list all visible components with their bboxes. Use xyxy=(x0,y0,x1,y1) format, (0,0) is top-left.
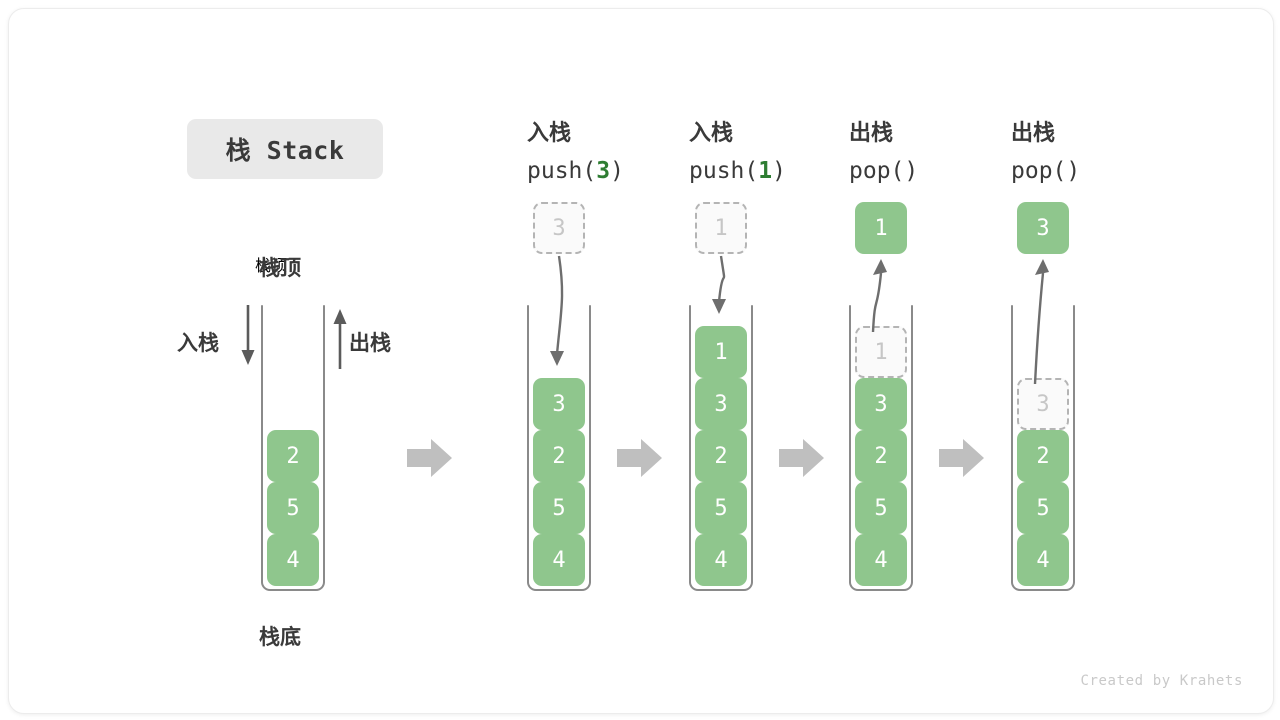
step-header: 出栈 pop() xyxy=(1011,114,1080,190)
stack-wall-left xyxy=(527,305,529,583)
step-header: 入栈 push(3) xyxy=(527,114,624,190)
stack-floor xyxy=(689,577,753,591)
stack-floor xyxy=(1011,577,1075,591)
stack-cell: 3 xyxy=(695,378,747,430)
step-operation-label: 出栈 xyxy=(1011,120,1056,145)
step-operation-argument: 3 xyxy=(596,158,611,184)
stack-floor xyxy=(261,577,325,591)
stack-cell: 3 xyxy=(533,378,585,430)
stack-cell-ghost: 1 xyxy=(855,326,907,378)
stack-cell: 5 xyxy=(855,482,907,534)
stack-cell: 4 xyxy=(1017,534,1069,586)
popped-cell: 1 xyxy=(855,202,907,254)
stack-floor xyxy=(849,577,913,591)
stack-wall-left xyxy=(261,305,263,583)
stack-cell: 2 xyxy=(1017,430,1069,482)
label-pop-left: 出栈 xyxy=(349,332,391,355)
stack-wall-right xyxy=(323,305,325,583)
pop-flow-arrow-icon xyxy=(1033,259,1049,385)
stack-cell: 3 xyxy=(855,378,907,430)
step-operation-label: 入栈 xyxy=(689,120,734,145)
transition-arrow-icon xyxy=(617,439,662,477)
stack-cell: 2 xyxy=(855,430,907,482)
push-direction-arrow-icon xyxy=(241,305,255,365)
stack-cell: 4 xyxy=(533,534,585,586)
footer-credit: Created by Krahets xyxy=(1080,673,1243,689)
label-stack-bottom: 栈底 xyxy=(259,626,301,649)
stack-floor xyxy=(527,577,591,591)
transition-arrow-icon xyxy=(939,439,984,477)
pop-direction-arrow-icon xyxy=(333,309,347,369)
step-header: 出栈 pop() xyxy=(849,114,918,190)
stack-cell: 5 xyxy=(533,482,585,534)
step-operation-label: 出栈 xyxy=(849,120,894,145)
stack-wall-left xyxy=(689,305,691,583)
stack-cell: 5 xyxy=(695,482,747,534)
step-header: 入栈 push(1) xyxy=(689,114,786,190)
push-flow-arrow-icon xyxy=(712,255,726,314)
label-push-left: 入栈 xyxy=(177,332,219,355)
step-operation-code: push(3) xyxy=(527,158,624,184)
stack-cell: 2 xyxy=(533,430,585,482)
stack-cell-ghost: 3 xyxy=(1017,378,1069,430)
stack-wall-left xyxy=(1011,305,1013,583)
stack-wall-right xyxy=(911,305,913,583)
step-operation-code: pop() xyxy=(1011,158,1081,184)
step-operation-code: push(1) xyxy=(689,158,786,184)
stack-cell: 4 xyxy=(695,534,747,586)
stack-wall-right xyxy=(1073,305,1075,583)
stack-wall-right xyxy=(751,305,753,583)
transition-arrow-icon xyxy=(779,439,824,477)
stack-wall-left xyxy=(849,305,851,583)
stack-cell: 2 xyxy=(695,430,747,482)
pending-push-cell: 1 xyxy=(695,202,747,254)
label-stack-top: 栈顶 xyxy=(259,257,301,280)
step-operation-code: pop() xyxy=(849,158,919,184)
stack-cell: 1 xyxy=(695,326,747,378)
stack-cell: 5 xyxy=(267,482,319,534)
stack-top-label: 栈顶 xyxy=(255,258,288,275)
stack-cell: 2 xyxy=(267,430,319,482)
stack-cell: 4 xyxy=(855,534,907,586)
push-flow-arrow-icon xyxy=(550,255,564,366)
stack-cell: 5 xyxy=(1017,482,1069,534)
pop-flow-arrow-icon xyxy=(871,259,887,333)
transition-arrow-icon xyxy=(407,439,452,477)
stack-cell: 4 xyxy=(267,534,319,586)
page-title: 栈 Stack xyxy=(225,136,345,165)
popped-cell: 3 xyxy=(1017,202,1069,254)
title-badge: 栈 Stack xyxy=(187,119,383,179)
step-operation-label: 入栈 xyxy=(527,120,572,145)
step-operation-argument: 1 xyxy=(758,158,773,184)
stack-wall-right xyxy=(589,305,591,583)
pending-push-cell: 3 xyxy=(533,202,585,254)
